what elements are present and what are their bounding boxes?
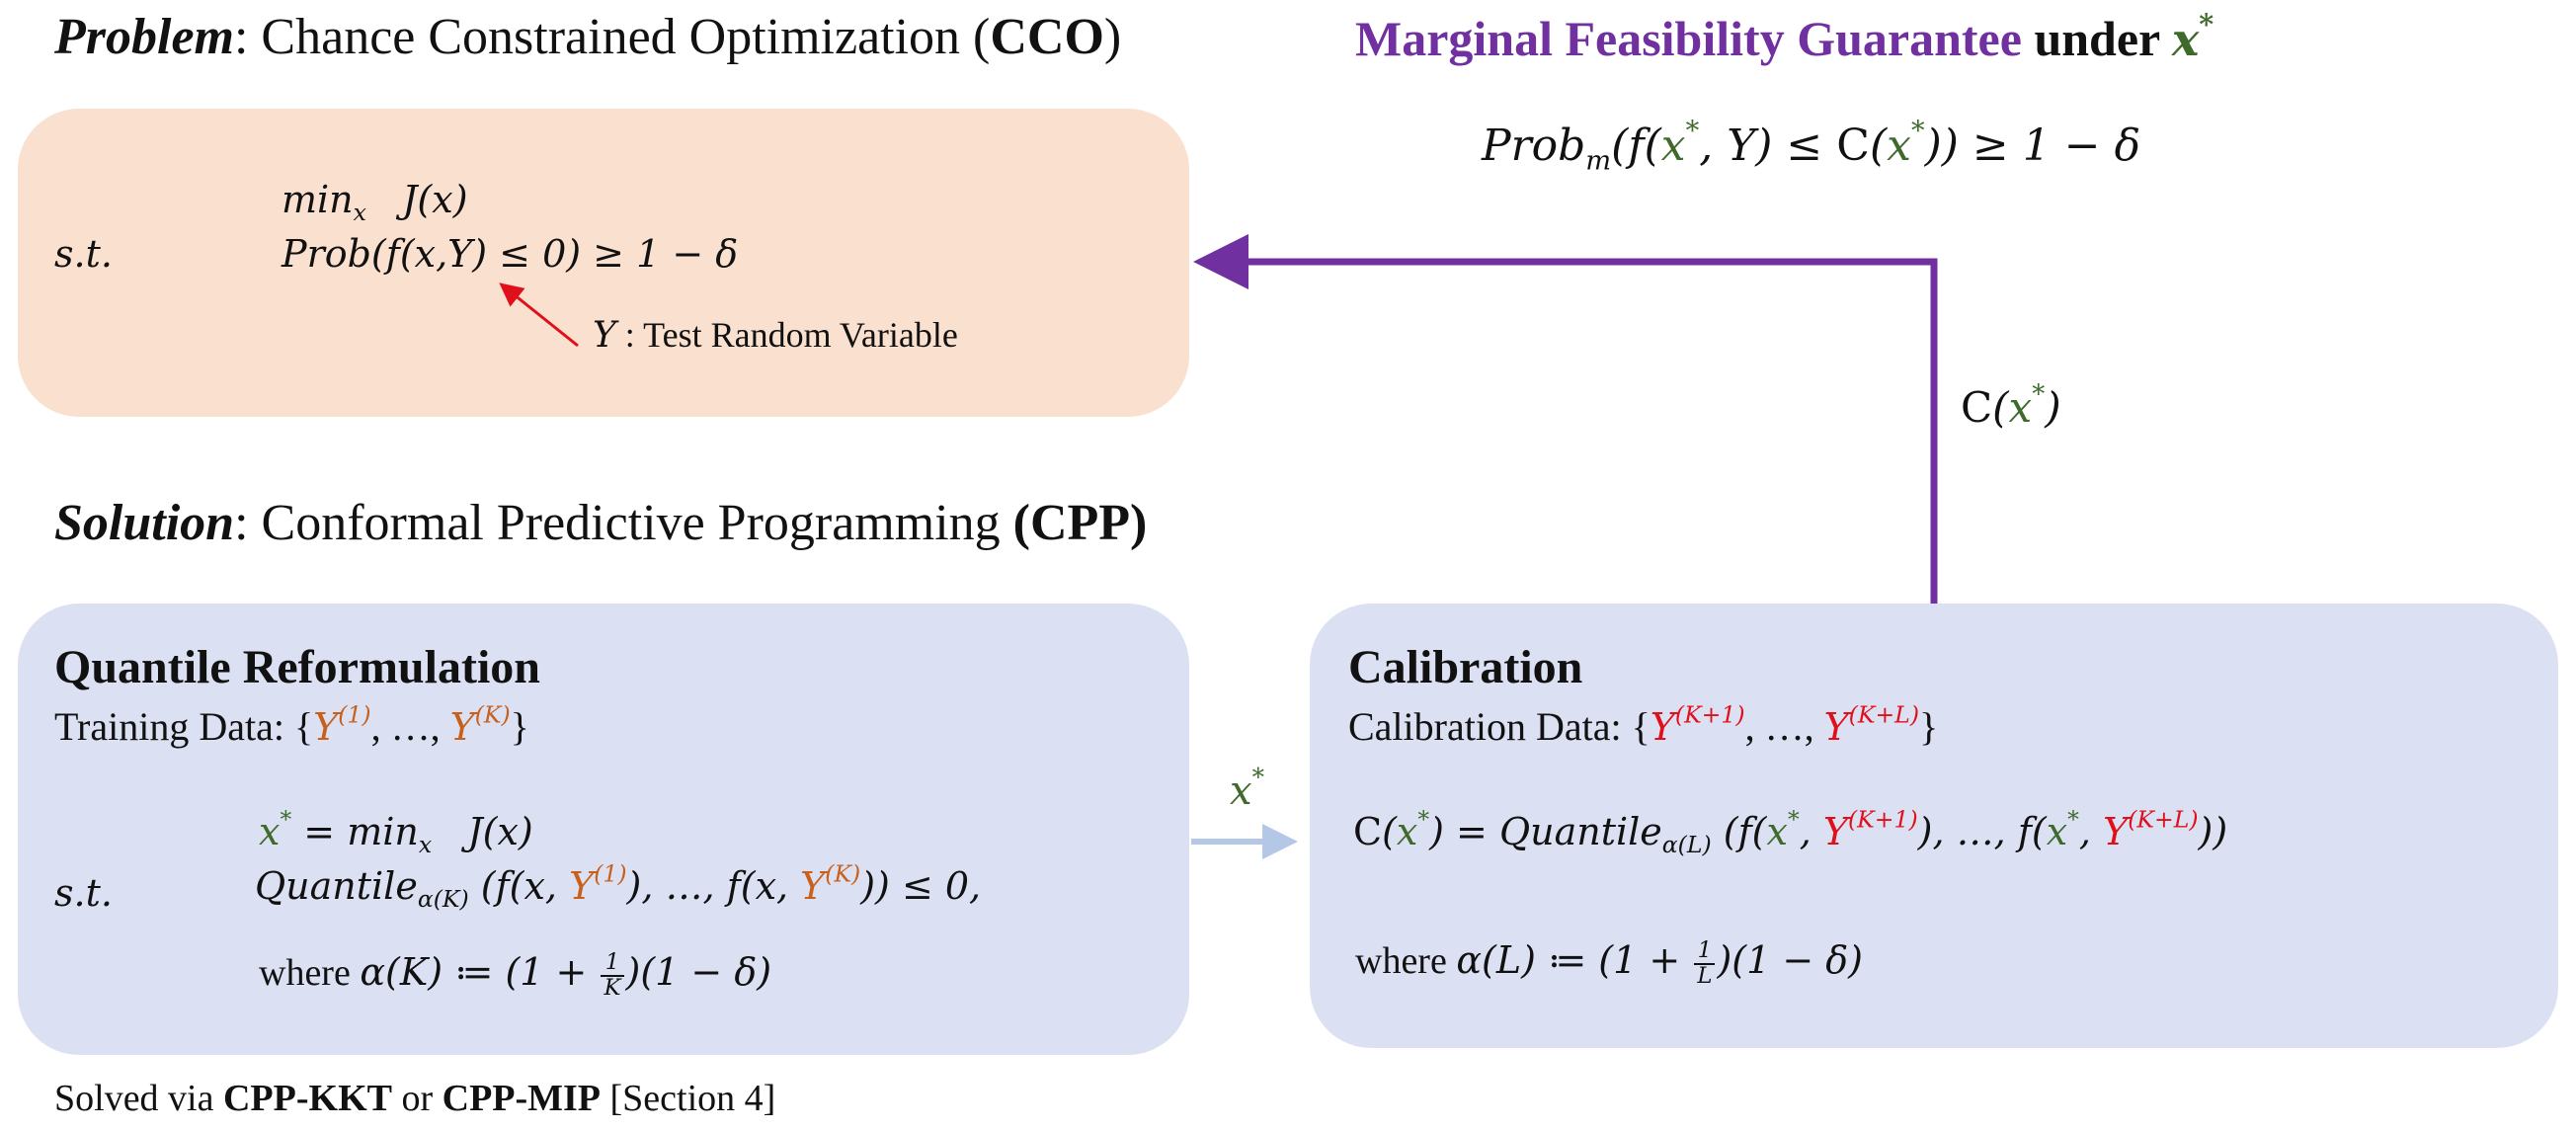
calibration-data-label: Calibration Data: [1348, 704, 1632, 749]
problem-constraint: Prob(f(x,Y) ≤ 0) ≥ 1 − δ [282, 232, 739, 276]
problem-heading-label: Problem [54, 9, 234, 65]
problem-st: s.t. [54, 232, 113, 276]
guarantee-formula-rest: ≥ 1 − δ [1958, 121, 2141, 171]
training-data: Training Data: {Y(1), …, Y(K)} [54, 700, 529, 749]
quantile-word: Quantile [255, 864, 418, 908]
calibration-where-word: where [1355, 940, 1457, 982]
footer-or: or [391, 1078, 443, 1119]
problem-heading-abbr: CCO [990, 9, 1104, 65]
quantile-where-word: where [259, 952, 361, 994]
problem-box [18, 109, 1189, 417]
footer-prefix: Solved via [54, 1078, 223, 1119]
footer-method-kkt: CPP-KKT [222, 1078, 392, 1119]
solution-heading-label: Solution [54, 495, 235, 551]
guarantee-under: under [2021, 11, 2172, 66]
annotation-variable: Y [593, 315, 616, 356]
quantile-box [18, 604, 1189, 1055]
calibration-alpha-tail: )(1 − δ) [1717, 938, 1863, 982]
problem-min: min [282, 178, 354, 221]
problem-min-sub: x [353, 199, 366, 227]
problem-objective-fn: J(x) [402, 178, 468, 221]
problem-heading-close: ) [1103, 9, 1122, 65]
xstar-arrow-label: x* [1230, 763, 1264, 814]
guarantee-title: Marginal Feasibility Guarantee [1355, 11, 2022, 66]
calibration-alpha-def: α(L) ≔ (1 + [1456, 938, 1693, 982]
calibration-formula: C(x*) = Quantileα(L) (f(x*, Y(K+1)), …, … [1353, 805, 2228, 859]
training-data-label: Training Data: [54, 704, 294, 749]
quantile-title: Quantile Reformulation [54, 641, 540, 693]
calibration-data: Calibration Data: {Y(K+1), …, Y(K+L)} [1348, 700, 1939, 749]
solution-heading-text: : Conformal Predictive Programming [234, 495, 1013, 551]
quantile-alpha-sub: α(K) [417, 885, 469, 914]
calibration-title: Calibration [1348, 641, 1583, 693]
guarantee-formula-sub: m [1585, 145, 1612, 177]
footer-note: Solved via CPP-KKT or CPP-MIP [Section 4… [54, 1077, 775, 1120]
quantile-objective: x* = minx J(x) [259, 805, 533, 859]
quantile-alpha-def: α(K) ≔ (1 + [360, 950, 600, 994]
calibration-box [1310, 604, 2558, 1048]
quantile-st: s.t. [54, 871, 113, 915]
problem-heading-text: : Chance Constrained Optimization ( [233, 9, 991, 65]
calibration-quantile-word: Quantile [1498, 810, 1662, 853]
guarantee-xstar: x* [2171, 7, 2214, 66]
problem-objective: minx J(x) [282, 178, 468, 224]
footer-method-mip: CPP-MIP [442, 1078, 602, 1119]
solution-heading: Solution: Conformal Predictive Programmi… [54, 494, 1147, 552]
guarantee-formula-prob: Prob [1482, 121, 1586, 171]
c-arrow-label: C(x*) [1961, 379, 2061, 432]
guarantee-heading: Marginal Feasibility Guarantee under x* [1355, 10, 2214, 67]
solution-heading-abbr: (CPP) [1012, 495, 1148, 551]
calibration-alpha-sub: α(L) [1661, 831, 1712, 859]
feedback-arrow [1193, 234, 1938, 604]
quantile-alpha-tail: )(1 − δ) [625, 950, 772, 994]
annotation-text: : Test Random Variable [615, 315, 958, 355]
guarantee-formula: Probm(f(x*, Y) ≤ C(x*)) ≥ 1 − δ [1482, 116, 2141, 177]
quantile-constraint: Quantileα(K) (f(x, Y(1)), …, f(x, Y(K)))… [255, 859, 982, 914]
problem-annotation: Y : Test Random Variable [593, 314, 958, 356]
problem-heading: Problem: Chance Constrained Optimization… [54, 8, 1121, 66]
footer-section: [Section 4] [601, 1078, 776, 1119]
